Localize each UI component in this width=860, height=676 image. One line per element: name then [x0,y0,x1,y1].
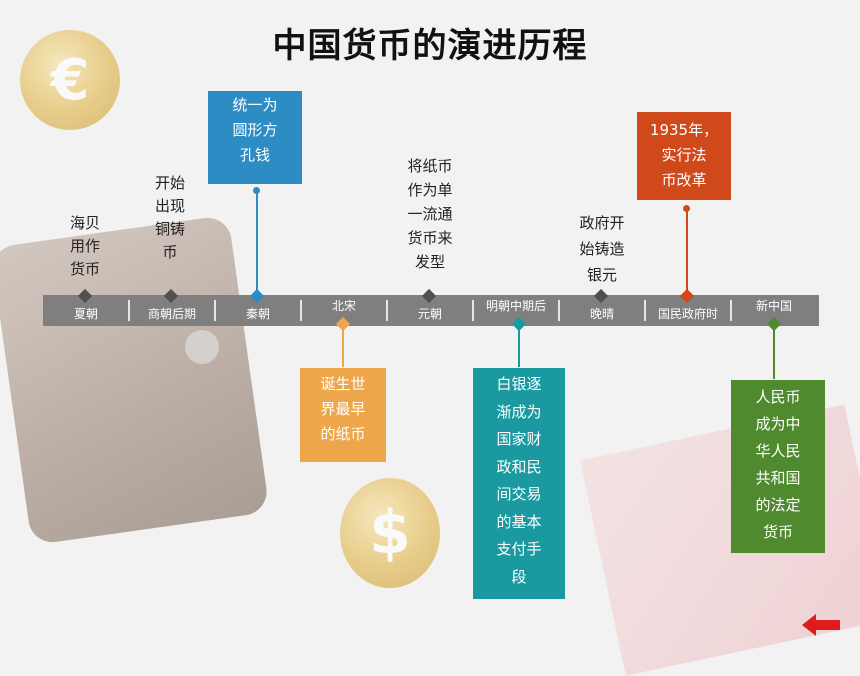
event-line: 货币 [762,523,793,541]
event-line: 银元 [586,266,617,284]
event-line: 铜铸 [154,220,185,238]
timeline-divider [128,300,130,321]
event-line: 界最早 [320,400,366,418]
event-line: 政和民 [496,457,542,476]
event-line: 币 [162,243,178,261]
event-line: 用作 [69,237,100,255]
event-line: 海贝 [69,214,100,232]
period-label-minguo: 国民政府时 [657,307,718,321]
event-line: 段 [511,567,527,586]
dollar-coin-decoration: $ [340,478,440,588]
event-line: 国家财 [496,430,542,448]
event-line: 白银逐 [496,375,542,393]
event-line: 孔钱 [239,146,270,164]
event-line: 的基本 [496,512,542,531]
connector-line-xinzhongguo [773,327,775,379]
event-line: 一流通 [407,205,453,223]
event-line: 币改革 [661,171,707,189]
event-line: 货币来 [407,229,453,247]
period-label-beisong: 北宋 [331,299,356,313]
wallet-clasp [185,330,219,364]
event-line: 实行法 [661,146,707,164]
event-line: 政府开 [579,214,625,232]
period-label-shang: 商朝后期 [147,307,196,321]
event-wanqing: 政府开 始铸造 银元 [559,210,645,288]
connector-line-minguo [686,208,688,290]
event-line: 的纸币 [320,425,366,443]
period-label-xinzhongguo: 新中国 [755,299,792,313]
event-line: 货币 [69,260,100,278]
event-box-beisong: 诞生世 界最早 的纸币 [300,368,386,462]
event-box-qin: 统一为 圆形方 孔钱 [208,91,302,184]
event-line: 开始 [154,174,185,192]
euro-coin-decoration: € [20,30,120,130]
period-label-wanqing: 晚晴 [589,307,614,321]
wallet-image [0,214,270,546]
event-box-xinzhongguo: 人民币 成为中 华人民 共和国 的法定 货币 [731,380,825,553]
event-line: 间交易 [496,485,542,503]
event-box-minguo: 1935年， 实行法 币改革 [637,112,731,200]
event-box-ming: 白银逐 渐成为 国家财 政和民 间交易 的基本 支付手 段 [473,368,565,599]
event-line: 始铸造 [579,240,625,258]
event-line: 圆形方 [232,121,278,139]
event-line: 华人民 [755,442,801,460]
period-label-ming: 明朝中期后 [485,299,546,313]
event-line: 出现 [154,197,185,215]
timeline-divider [300,300,302,321]
event-shang: 开始 出现 铜铸 币 [140,172,200,264]
timeline-divider [558,300,560,321]
timeline-divider [214,300,216,321]
timeline-divider [644,300,646,321]
period-label-yuan: 元朝 [417,307,442,321]
event-xia: 海贝 用作 货币 [55,212,115,281]
event-line: 人民币 [755,388,801,406]
back-arrow-icon[interactable] [802,614,840,636]
event-line: 支付手 [496,540,542,558]
connector-line-ming [518,327,520,367]
timeline-divider [386,300,388,321]
period-label-qin: 秦朝 [245,307,270,321]
timeline-divider [730,300,732,321]
event-line: 共和国 [755,469,801,487]
event-line: 诞生世 [320,375,366,393]
page-title: 中国货币的演进历程 [272,26,588,66]
event-yuan: 将纸币 作为单 一流通 货币来 发型 [387,154,473,274]
connector-line-qin [256,190,258,290]
connector-line-beisong [342,327,344,367]
event-line: 作为单 [407,181,453,199]
event-line: 的法定 [755,496,801,514]
event-line: 统一为 [232,96,278,114]
event-line: 1935年， [649,121,719,139]
period-label-xia: 夏朝 [73,307,98,321]
event-line: 渐成为 [496,402,542,421]
event-line: 发型 [414,253,445,271]
event-line: 成为中 [755,415,801,433]
timeline-divider [472,300,474,321]
event-line: 将纸币 [407,157,453,175]
